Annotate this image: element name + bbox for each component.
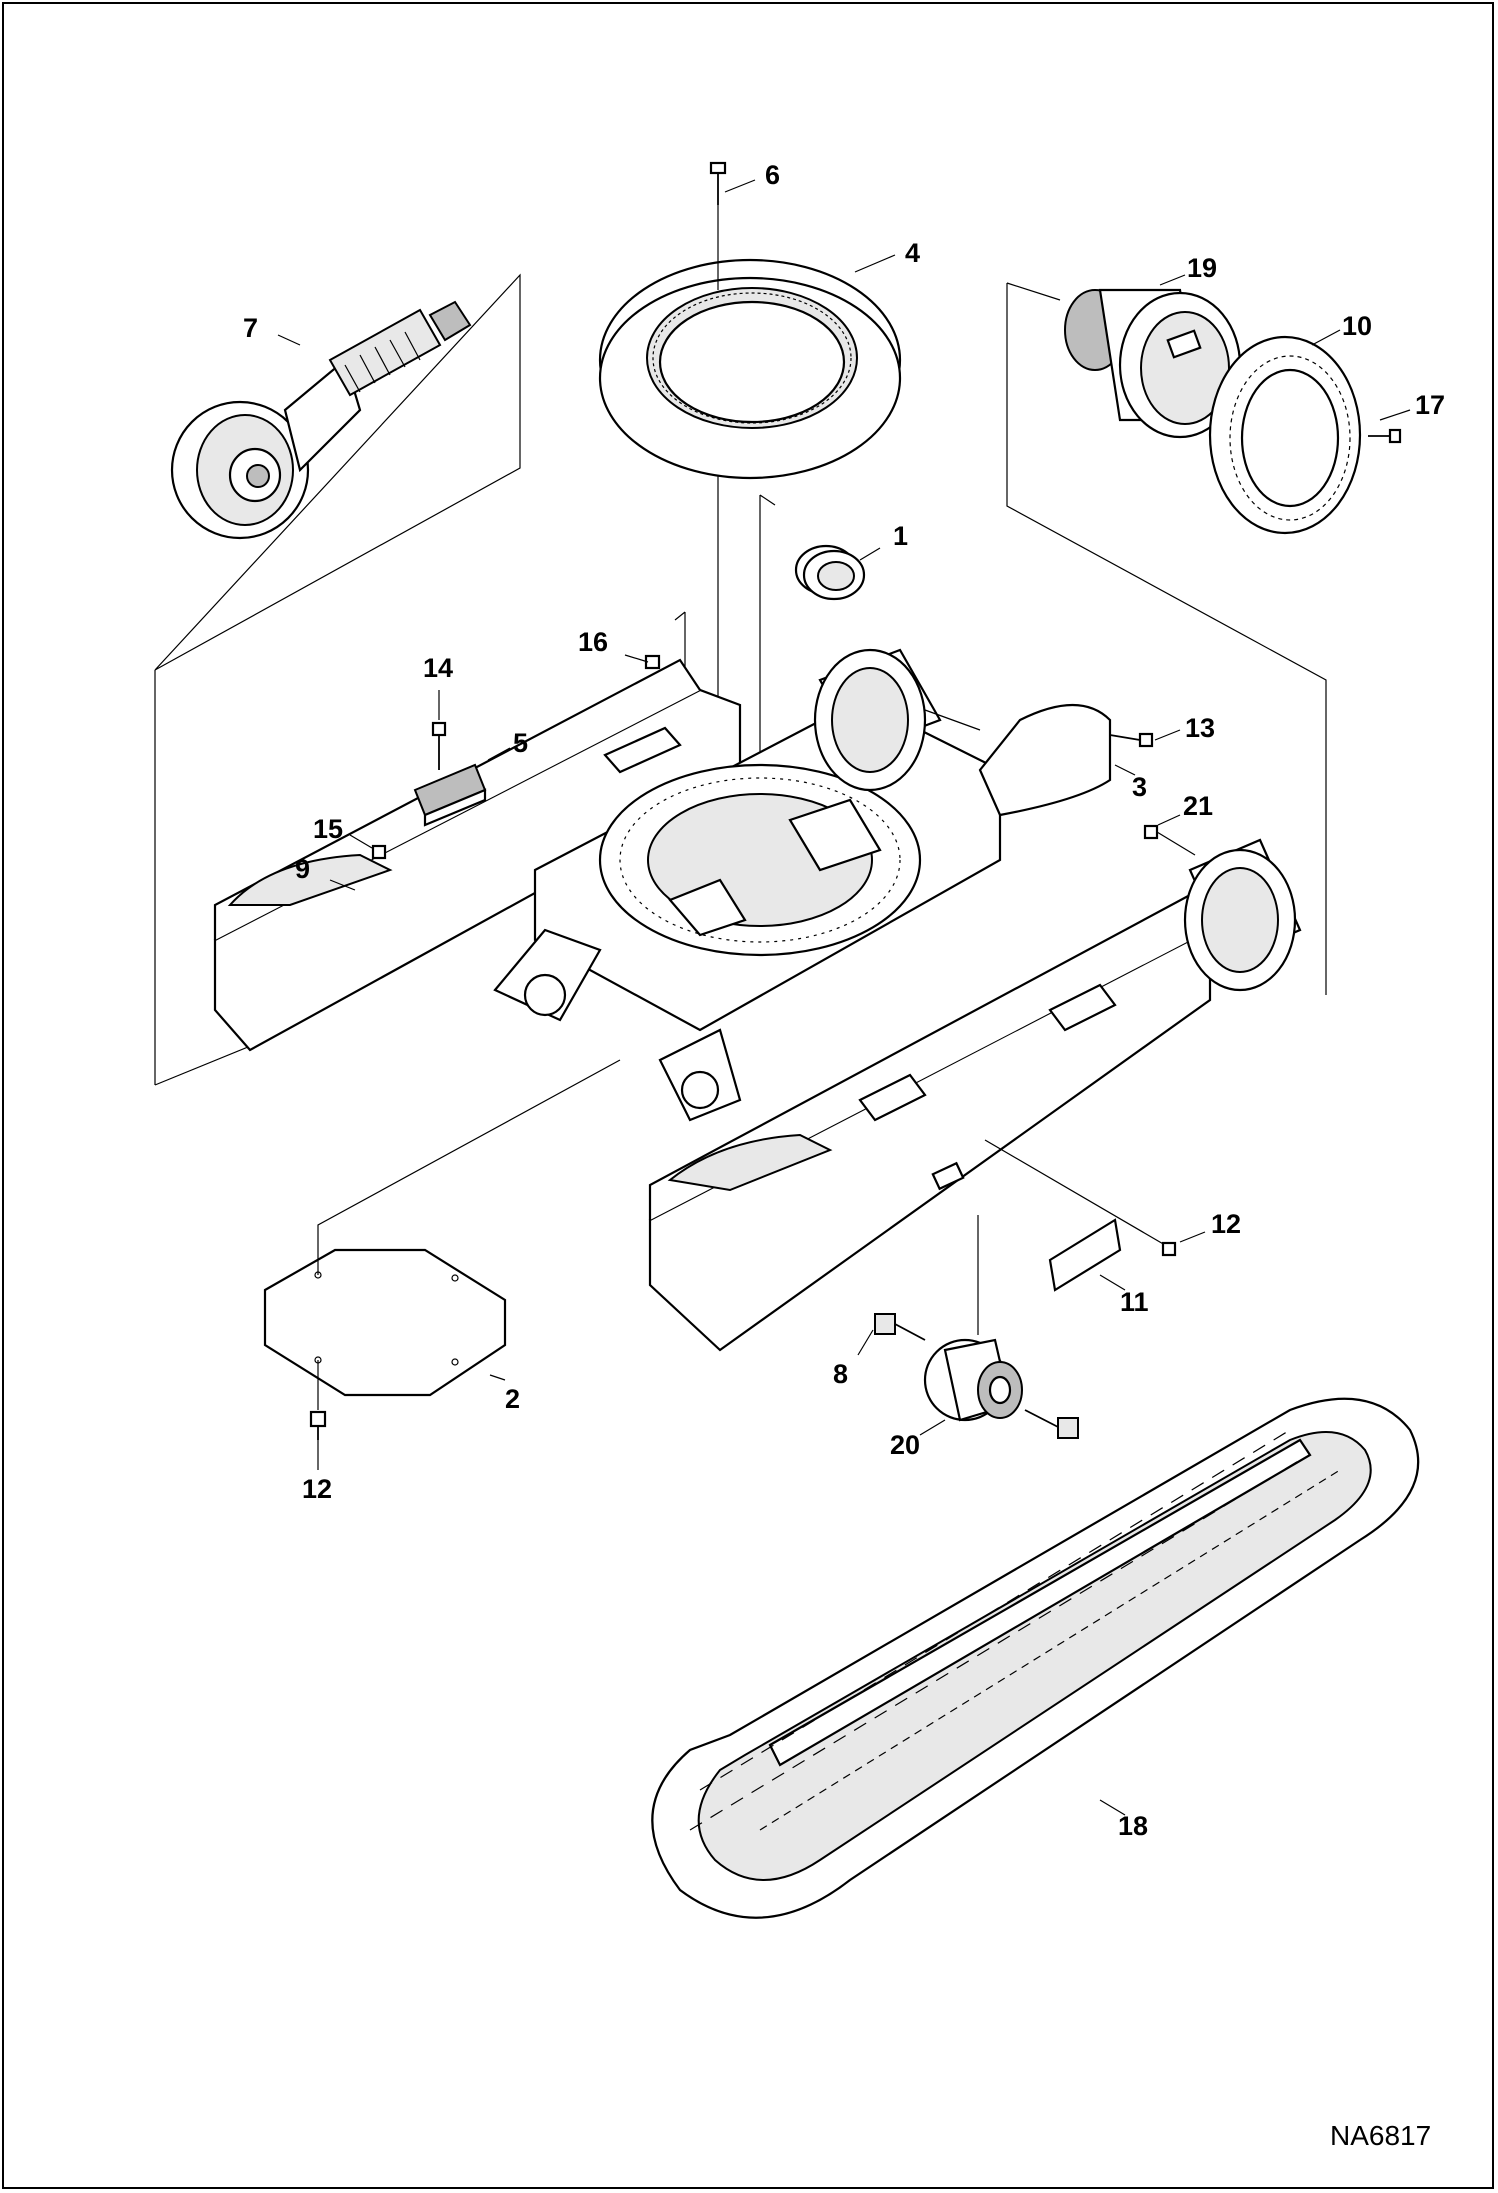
callout-12-upper: 12 bbox=[1211, 1209, 1241, 1239]
callout-10: 10 bbox=[1342, 311, 1372, 341]
bolt-part-21 bbox=[1143, 824, 1196, 856]
alignment-line bbox=[984, 1139, 1166, 1246]
callout-20: 20 bbox=[890, 1430, 920, 1460]
alignment-line bbox=[924, 709, 981, 731]
bolt-part-12-upper bbox=[1161, 1241, 1177, 1257]
seal-part-1 bbox=[794, 544, 866, 601]
bolt-part-20b bbox=[1024, 1409, 1079, 1439]
roller-part-20 bbox=[923, 1338, 1023, 1422]
callout-5: 5 bbox=[513, 728, 528, 758]
callout-12-lower: 12 bbox=[302, 1474, 332, 1504]
callout-2: 2 bbox=[505, 1384, 520, 1414]
callout-1: 1 bbox=[893, 521, 908, 551]
drawing-id: NA6817 bbox=[1330, 2120, 1431, 2151]
callout-21: 21 bbox=[1183, 791, 1213, 821]
callout-4: 4 bbox=[905, 238, 920, 268]
bracket-part-5 bbox=[413, 763, 487, 827]
bolt-part-17 bbox=[1368, 428, 1402, 444]
bolt-part-12-lower bbox=[309, 1410, 327, 1440]
callout-8: 8 bbox=[833, 1359, 848, 1389]
swing-bearing-part-4 bbox=[598, 258, 902, 480]
callout-3: 3 bbox=[1132, 772, 1147, 802]
plate-part-2 bbox=[263, 1248, 507, 1397]
callout-9: 9 bbox=[295, 854, 310, 884]
callout-6: 6 bbox=[765, 160, 780, 190]
leader-lines bbox=[277, 179, 1411, 1816]
undercarriage-frame bbox=[213, 648, 1302, 1352]
idler-assembly-part-7 bbox=[170, 300, 472, 540]
callout-18: 18 bbox=[1118, 1811, 1148, 1841]
bolt-part-13 bbox=[1109, 732, 1154, 748]
bolt-part-14 bbox=[431, 721, 447, 770]
callout-19: 19 bbox=[1187, 253, 1217, 283]
bolt-part-6 bbox=[709, 161, 727, 205]
callout-7: 7 bbox=[243, 313, 258, 343]
callout-13: 13 bbox=[1185, 713, 1215, 743]
rubber-track-part-18 bbox=[651, 1397, 1420, 1919]
drive-motor-part-19 bbox=[1064, 288, 1242, 439]
callout-17: 17 bbox=[1415, 390, 1445, 420]
drive-group-frame bbox=[1006, 282, 1327, 995]
bolt-part-8 bbox=[874, 1313, 926, 1341]
cover-part-3 bbox=[978, 704, 1112, 817]
sprocket-part-10 bbox=[1208, 335, 1362, 535]
callout-15: 15 bbox=[313, 814, 343, 844]
nut-part-15 bbox=[371, 844, 387, 860]
callout-11: 11 bbox=[1120, 1287, 1149, 1317]
alignment-line bbox=[317, 1059, 621, 1275]
bracket-part-11 bbox=[1048, 1218, 1122, 1292]
callout-14: 14 bbox=[423, 653, 453, 683]
callout-16: 16 bbox=[578, 627, 608, 657]
